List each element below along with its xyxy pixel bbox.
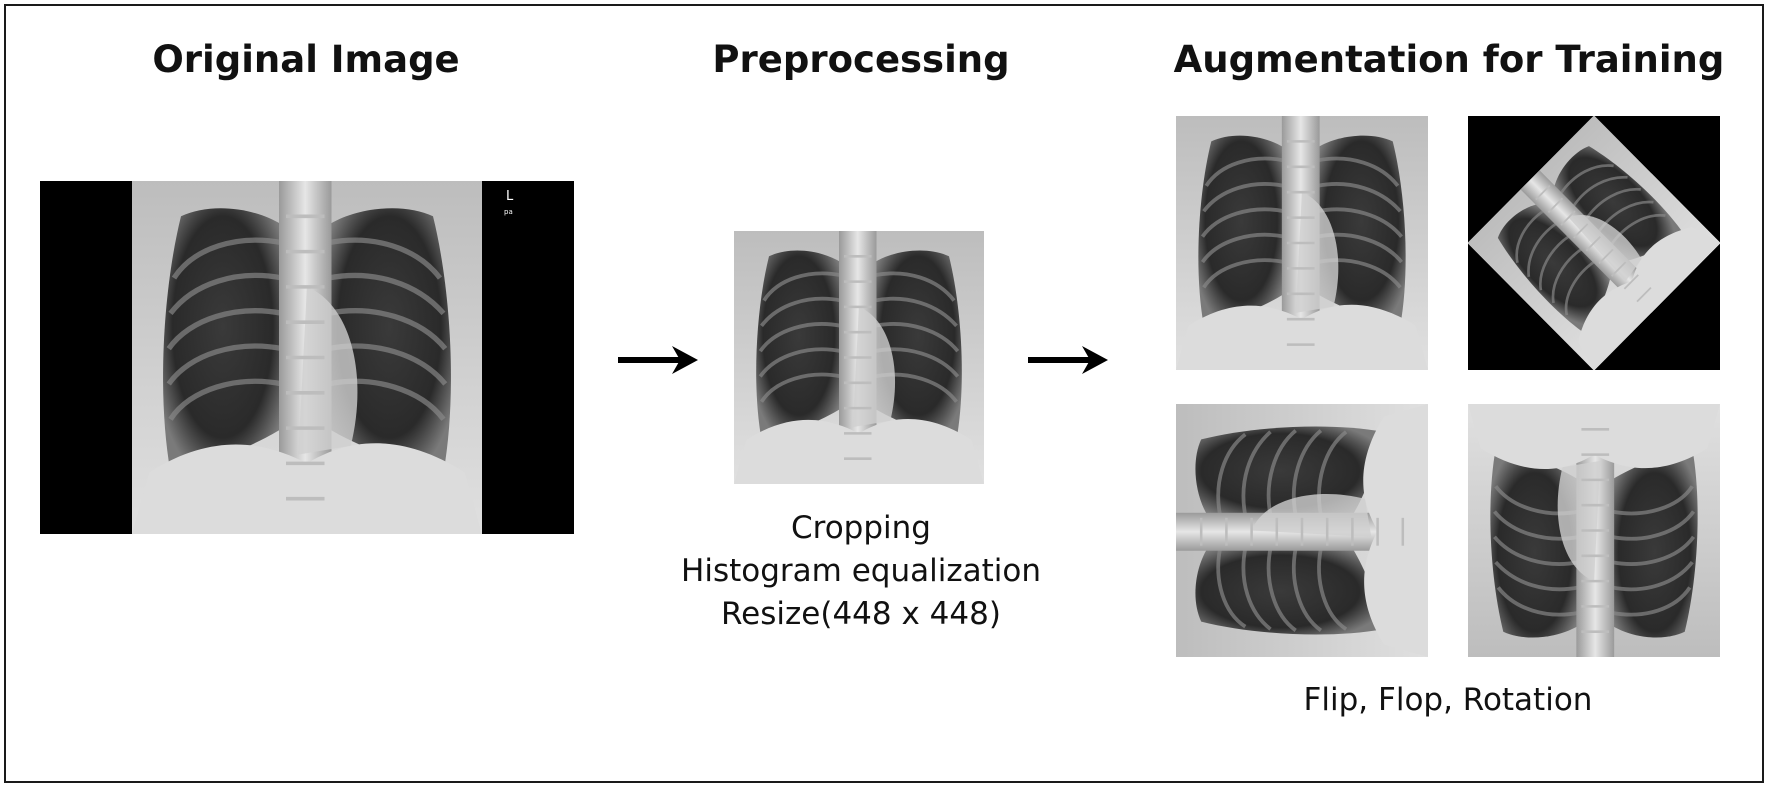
step-cropping: Cropping xyxy=(791,510,931,546)
augmented-xray-flop xyxy=(1468,404,1720,657)
step-histogram-equalization: Histogram equalization xyxy=(681,553,1041,589)
right-arrow-icon xyxy=(618,346,698,374)
augmented-xray-flip xyxy=(1176,116,1428,370)
preprocessing-steps: Cropping Histogram equalization Resize(4… xyxy=(681,507,1041,636)
augmented-xray-rotate-90 xyxy=(1176,404,1428,657)
figure-frame xyxy=(4,4,1764,783)
step-resize: Resize(448 x 448) xyxy=(721,596,1001,632)
title-augmentation: Augmentation for Training xyxy=(1173,38,1725,81)
title-preprocessing: Preprocessing xyxy=(712,38,1010,81)
preprocessed-xray-image xyxy=(734,231,984,484)
right-arrow-icon xyxy=(1028,346,1108,374)
augmented-xray-rotation xyxy=(1468,116,1720,370)
augmentation-caption: Flip, Flop, Rotation xyxy=(1303,682,1593,718)
marker-side-label: L xyxy=(506,189,514,204)
marker-view-label: pa xyxy=(504,208,513,216)
original-xray-image: L pa xyxy=(40,181,574,534)
title-original-image: Original Image xyxy=(152,38,460,81)
